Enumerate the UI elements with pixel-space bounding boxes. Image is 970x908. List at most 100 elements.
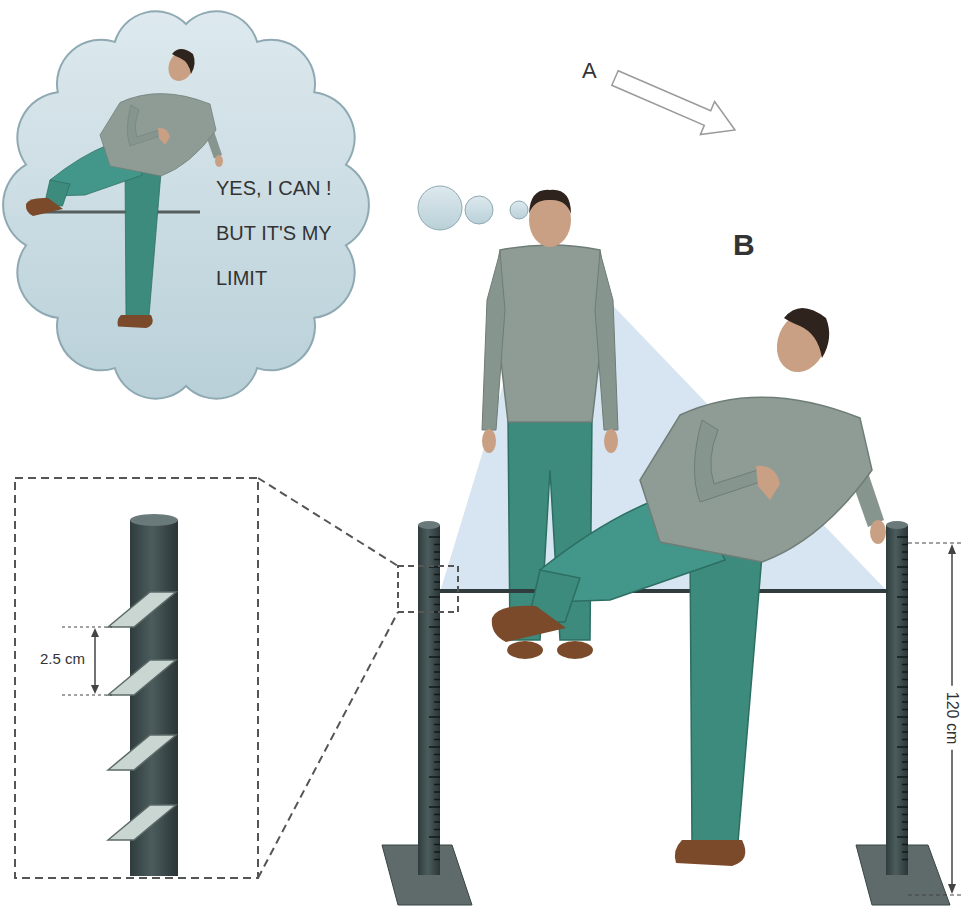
tick xyxy=(429,806,440,808)
dimension-label: 120 cm xyxy=(943,686,961,750)
tick xyxy=(902,829,908,831)
tick xyxy=(897,686,908,688)
pole-top xyxy=(886,521,908,529)
tick xyxy=(897,596,908,598)
tick xyxy=(897,626,908,628)
dimension-label: 2.5 cm xyxy=(40,650,85,667)
tick xyxy=(902,859,908,861)
tick xyxy=(902,709,908,711)
tick xyxy=(902,679,908,681)
arrowhead xyxy=(948,544,956,554)
cloud-outline xyxy=(0,0,372,410)
arrowhead xyxy=(91,628,99,637)
scale-ticks xyxy=(429,537,908,860)
tick xyxy=(434,739,440,741)
stepping-man xyxy=(492,304,886,866)
hand xyxy=(604,429,618,453)
tick xyxy=(434,724,440,726)
pole xyxy=(886,525,908,875)
tick xyxy=(902,559,908,561)
tick xyxy=(902,701,908,703)
tick xyxy=(902,649,908,651)
tick xyxy=(902,664,908,666)
hand xyxy=(482,429,496,453)
imagined-man xyxy=(26,47,223,328)
tick xyxy=(902,619,908,621)
tick xyxy=(434,634,440,636)
zoom-box xyxy=(398,566,458,612)
dimension-line xyxy=(908,895,962,896)
tick xyxy=(902,611,908,613)
base-plates xyxy=(382,845,950,905)
tick xyxy=(902,589,908,591)
tick xyxy=(429,746,440,748)
tick xyxy=(902,821,908,823)
pole-top xyxy=(418,521,440,529)
tick xyxy=(902,739,908,741)
tick xyxy=(897,806,908,808)
dimension-line xyxy=(94,631,96,691)
tick xyxy=(434,604,440,606)
tick xyxy=(434,641,440,643)
tick xyxy=(434,544,440,546)
tick xyxy=(434,649,440,651)
arrowhead xyxy=(91,685,99,694)
height-dimension xyxy=(908,543,962,895)
dimension-line xyxy=(62,695,112,696)
tick xyxy=(434,754,440,756)
tick xyxy=(897,566,908,568)
tick xyxy=(434,784,440,786)
tick xyxy=(429,626,440,628)
tick xyxy=(429,686,440,688)
tick xyxy=(434,694,440,696)
state-label: A xyxy=(582,58,597,84)
shoe xyxy=(557,641,593,659)
tick xyxy=(434,671,440,673)
tick xyxy=(897,656,908,658)
pole xyxy=(418,525,440,875)
tick xyxy=(902,671,908,673)
tick xyxy=(434,761,440,763)
inset-frame xyxy=(15,478,258,878)
tick xyxy=(434,829,440,831)
tick xyxy=(434,799,440,801)
tick xyxy=(434,679,440,681)
tick xyxy=(902,769,908,771)
tab xyxy=(108,805,176,840)
state-label: B xyxy=(733,228,755,262)
hair xyxy=(529,190,571,214)
tick xyxy=(902,784,908,786)
tick xyxy=(434,581,440,583)
tick xyxy=(434,851,440,853)
tick xyxy=(429,596,440,598)
tick xyxy=(902,754,908,756)
tick xyxy=(434,731,440,733)
shoe xyxy=(507,641,543,659)
tick xyxy=(897,776,908,778)
dimension-line xyxy=(62,627,112,628)
tick xyxy=(434,589,440,591)
dimension-line xyxy=(908,543,962,544)
tick xyxy=(902,731,908,733)
arm xyxy=(595,252,618,430)
thought-bubbles xyxy=(418,186,528,230)
tick xyxy=(902,814,908,816)
cloud-shape xyxy=(3,11,369,398)
tick xyxy=(434,619,440,621)
tick xyxy=(902,581,908,583)
zoom-line xyxy=(258,478,398,566)
tick xyxy=(434,844,440,846)
bubble xyxy=(510,201,528,219)
thought-cloud: YES, I CAN ! BUT IT'S MY LIMIT xyxy=(0,0,372,410)
tick xyxy=(434,559,440,561)
tick xyxy=(902,634,908,636)
bubble xyxy=(465,196,493,224)
tick xyxy=(902,574,908,576)
tick xyxy=(902,724,908,726)
tick xyxy=(429,536,440,538)
tick xyxy=(902,694,908,696)
arrowhead xyxy=(948,884,956,894)
tick xyxy=(902,791,908,793)
tab xyxy=(108,592,176,627)
